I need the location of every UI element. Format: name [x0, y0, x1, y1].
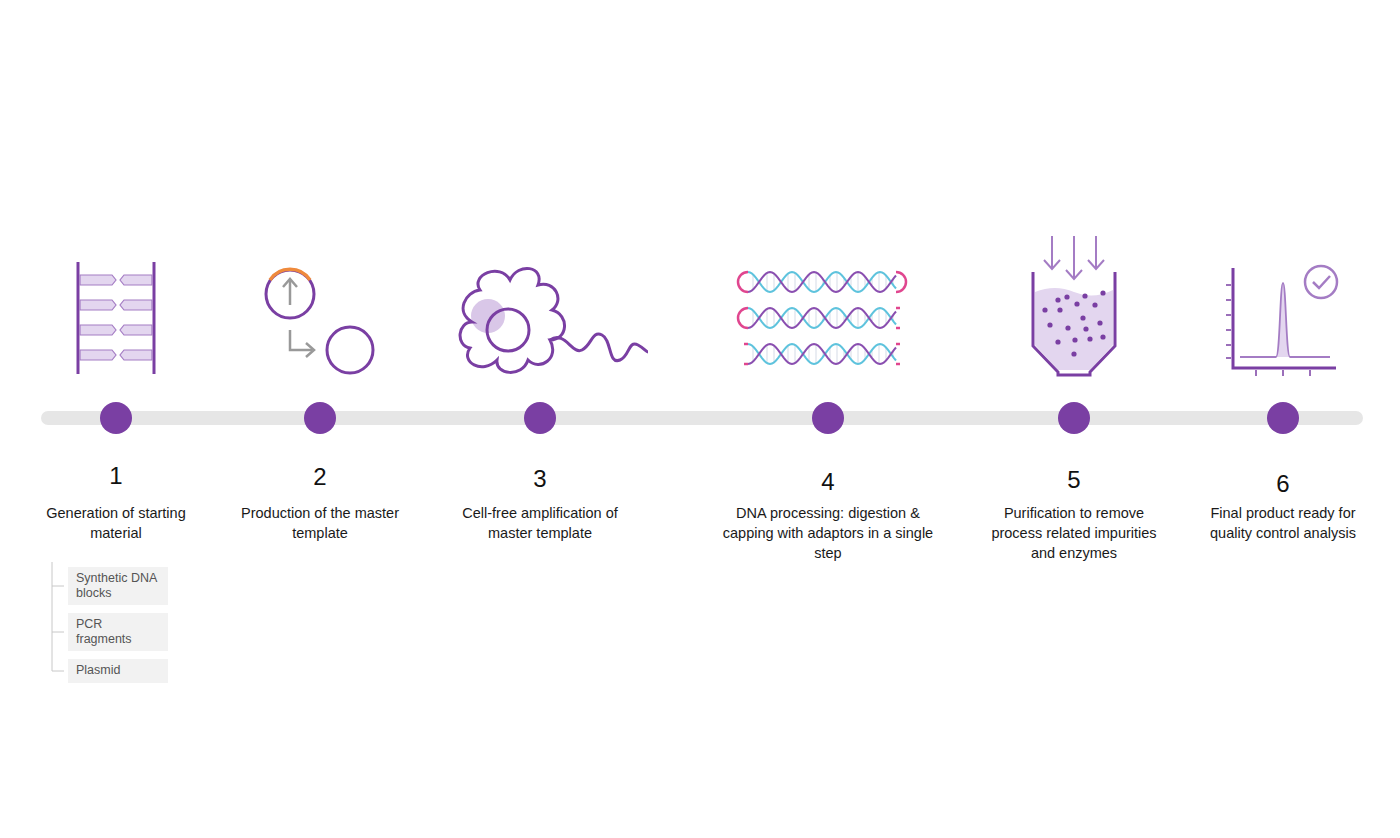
amplification-icon [460, 268, 648, 372]
qc-chart-icon [1226, 266, 1337, 376]
purification-icon [1033, 236, 1115, 375]
step-description: Cell-free amplification of master templa… [445, 503, 635, 543]
step-description: Purification to remove process related i… [984, 503, 1164, 563]
starting-material-box: Plasmid [68, 659, 168, 683]
step-number: 5 [1054, 466, 1094, 494]
box-text: Synthetic DNA blocks [76, 571, 160, 601]
dna-helix-icon [738, 272, 906, 364]
timeline-bar [48, 411, 1356, 425]
step-number: 2 [300, 463, 340, 491]
step-description: Final product ready for quality control … [1208, 503, 1358, 543]
step-number: 3 [520, 465, 560, 493]
master-template-icon [266, 269, 373, 373]
box-text: Plasmid [76, 663, 160, 678]
bracket-lines [52, 562, 64, 671]
step-number: 1 [96, 462, 136, 490]
starting-material-box: Synthetic DNA blocks [68, 567, 168, 605]
box-text: PCR fragments [76, 617, 160, 647]
starting-material-box: PCR fragments [68, 613, 168, 651]
step-description: Generation of starting material [26, 503, 206, 543]
step-description: DNA processing: digestion & capping with… [721, 503, 936, 563]
dna-blocks-icon [78, 262, 154, 374]
timeline-dots [100, 402, 1299, 434]
step-number: 6 [1263, 470, 1303, 498]
step-number: 4 [808, 468, 848, 496]
step-description: Production of the master template [225, 503, 415, 543]
